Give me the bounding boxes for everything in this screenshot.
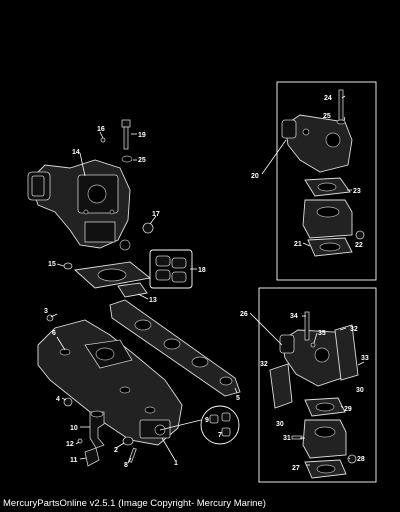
detail-box-20 xyxy=(276,81,377,281)
callout-3: 3 xyxy=(44,308,48,315)
callout-25: 25 xyxy=(323,113,331,120)
plug-part-22 xyxy=(355,230,365,240)
gasket-part-21 xyxy=(307,237,353,257)
callout-35: 35 xyxy=(318,330,326,337)
part-16-marker xyxy=(100,137,106,143)
spacer-block-26 xyxy=(302,419,347,459)
plug-part-3 xyxy=(46,314,54,322)
callout-11: 11 xyxy=(70,457,78,464)
callout-5: 5 xyxy=(236,395,240,402)
callout-14: 14 xyxy=(72,149,80,156)
callout-2: 2 xyxy=(114,447,118,454)
hose-fitting-part-10 xyxy=(89,410,105,449)
fittings-18-box xyxy=(149,249,193,289)
gasket-part-29 xyxy=(304,397,346,417)
spacer-block xyxy=(302,199,353,239)
elbow-assembly-part-26 xyxy=(279,329,347,387)
callout-21: 21 xyxy=(294,241,302,248)
leader-lines xyxy=(50,95,365,466)
callout-10: 10 xyxy=(70,425,78,432)
callout-12: 12 xyxy=(66,441,74,448)
fittings-part-18 xyxy=(155,255,187,283)
exhaust-elbow-part-14 xyxy=(27,159,131,251)
plug-detail-circle xyxy=(200,405,240,445)
part-2-marker xyxy=(122,436,134,446)
callout-9: 9 xyxy=(205,417,209,424)
plug-part-17 xyxy=(142,222,154,234)
washer-part-25-detail xyxy=(336,119,346,125)
callout-16: 16 xyxy=(97,126,105,133)
callout-7: 7 xyxy=(218,432,222,439)
callout-8: 8 xyxy=(124,462,128,469)
stud-part-34 xyxy=(304,311,310,341)
callout-17: 17 xyxy=(152,211,160,218)
callout-24: 24 xyxy=(324,95,332,102)
part-35-marker xyxy=(310,342,316,348)
callout-27: 27 xyxy=(292,465,300,472)
callout-31: 31 xyxy=(283,435,291,442)
callout-4: 4 xyxy=(56,396,60,403)
manifold-gasket-part-6 xyxy=(109,299,241,397)
gasket-part-13 xyxy=(117,282,148,298)
copyright-footer: MercuryPartsOnline v2.5.1 (Image Copyrig… xyxy=(3,498,266,509)
callout-30b: 30 xyxy=(276,421,284,428)
callout-33: 33 xyxy=(361,355,369,362)
callout-22: 22 xyxy=(355,242,363,249)
callout-26: 26 xyxy=(240,311,248,318)
bolt-part-19 xyxy=(121,119,131,150)
callout-34: 34 xyxy=(290,313,298,320)
detail-box-26 xyxy=(258,287,377,483)
plug-part-28 xyxy=(347,454,357,464)
washer-part-25 xyxy=(121,155,133,163)
callout-30a: 30 xyxy=(356,387,364,394)
elbow-assembly-part-20 xyxy=(281,114,353,173)
callout-20: 20 xyxy=(251,173,259,180)
gasket-part-23 xyxy=(304,177,351,197)
exhaust-manifold-part-1 xyxy=(37,319,183,446)
callout-6: 6 xyxy=(52,330,56,337)
callout-13: 13 xyxy=(149,297,157,304)
callout-1: 1 xyxy=(174,460,178,467)
heat-shield-part-32-left xyxy=(269,363,293,409)
fitting-part-11 xyxy=(84,447,100,467)
gasket-part-27 xyxy=(304,459,347,479)
callout-32b: 32 xyxy=(260,361,268,368)
callout-19: 19 xyxy=(138,132,146,139)
callout-labels: 1 2 3 4 5 6 7 8 9 10 11 12 13 14 15 16 1… xyxy=(44,95,369,472)
callout-28: 28 xyxy=(357,456,365,463)
plug-part-9 xyxy=(209,414,219,424)
fitting-part-15 xyxy=(63,262,73,270)
callout-29: 29 xyxy=(344,406,352,413)
callout-15: 15 xyxy=(48,261,56,268)
plug-part-7 xyxy=(221,427,231,437)
callout-32a: 32 xyxy=(350,326,358,333)
stud-part-24 xyxy=(338,89,344,121)
callout-23: 23 xyxy=(353,188,361,195)
callout-18: 18 xyxy=(198,267,206,274)
bolt-part-31 xyxy=(291,435,303,440)
heat-shield-part-32-right xyxy=(334,324,359,381)
callout-25b: 25 xyxy=(138,157,146,164)
